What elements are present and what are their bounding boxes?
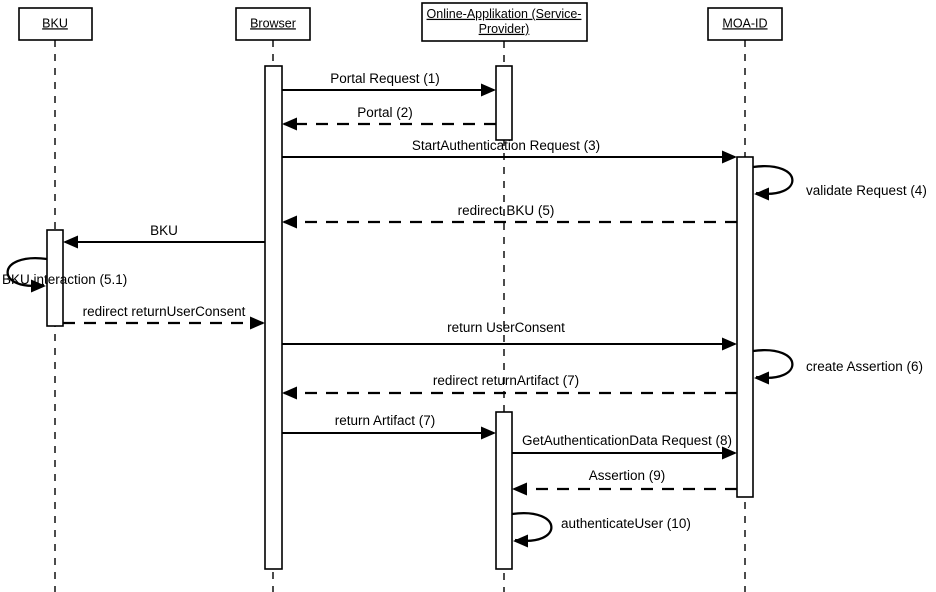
message-9 — [282, 337, 737, 351]
message-label: GetAuthenticationData Request (8) — [522, 433, 732, 448]
message-2 — [282, 117, 496, 131]
actor-label-online-application: Online-Applikation (Service- — [427, 7, 582, 21]
message-label: Portal (2) — [357, 105, 413, 120]
arrowhead — [282, 215, 297, 229]
message-label: BKU — [150, 223, 178, 238]
self-message-curve — [511, 512, 553, 542]
self-message-curve — [752, 165, 794, 195]
message-15 — [511, 512, 553, 548]
arrowhead — [63, 235, 78, 249]
message-label: validate Request (4) — [806, 183, 927, 198]
actor-box-moa-id[interactable] — [707, 7, 783, 41]
actor-label-bku: BKU — [42, 16, 68, 30]
labels-layer: Portal Request (1) Portal (2) StartAuthent… — [2, 71, 927, 531]
self-message-curve — [6, 257, 48, 287]
actor-box-browser[interactable] — [235, 7, 311, 41]
activation-bar-moa-id — [736, 156, 754, 498]
message-4 — [752, 165, 794, 201]
message-label: return UserConsent — [447, 320, 565, 335]
arrowhead — [754, 371, 769, 385]
arrowhead — [722, 150, 737, 164]
messages-layer — [6, 83, 794, 548]
message-label: Assertion (9) — [589, 468, 666, 483]
activation-bar-online-application — [495, 65, 513, 141]
message-label: BKU interaction (5.1) — [2, 272, 127, 287]
message-label: redirect returnUserConsent — [83, 304, 246, 319]
message-label: authenticateUser (10) — [561, 516, 691, 531]
message-3 — [282, 150, 737, 164]
arrowhead — [754, 187, 769, 201]
message-label: StartAuthentication Request (3) — [412, 138, 600, 153]
message-label: Portal Request (1) — [330, 71, 440, 86]
actor-boxes-layer: BKU Browser Online-Applikation (Service-Pr… — [18, 2, 783, 42]
message-11 — [282, 386, 737, 400]
actor-label-moa-id: MOA-ID — [722, 16, 767, 30]
arrowhead — [31, 279, 46, 293]
arrowhead — [282, 386, 297, 400]
message-5 — [282, 215, 737, 229]
arrowhead — [512, 482, 527, 496]
activation-bar-bku — [46, 229, 64, 327]
message-label: redirect returnArtifact (7) — [433, 373, 579, 388]
actor-box-online-application[interactable] — [421, 2, 588, 42]
activation-bar-online-application — [495, 411, 513, 570]
message-1 — [282, 83, 496, 97]
message-13 — [512, 446, 737, 460]
arrowhead — [250, 316, 265, 330]
actor-label-browser: Browser — [250, 16, 296, 30]
arrowhead — [481, 83, 496, 97]
activations-layer — [46, 65, 754, 570]
message-8 — [63, 316, 265, 330]
message-14 — [512, 482, 737, 496]
message-label: return Artifact (7) — [335, 413, 436, 428]
message-7 — [6, 257, 48, 293]
message-12 — [282, 426, 496, 440]
arrowhead — [282, 117, 297, 131]
arrowhead — [722, 337, 737, 351]
self-message-curve — [752, 349, 794, 379]
message-label: create Assertion (6) — [806, 359, 923, 374]
message-6 — [63, 235, 265, 249]
actor-box-bku[interactable] — [18, 7, 93, 41]
activation-bar-browser — [264, 65, 283, 570]
arrowhead — [513, 534, 528, 548]
message-10 — [752, 349, 794, 385]
actor-label-online-application: Provider) — [479, 22, 530, 36]
arrowhead — [481, 426, 496, 440]
arrowhead — [722, 446, 737, 460]
message-label: redirect BKU (5) — [458, 203, 555, 218]
